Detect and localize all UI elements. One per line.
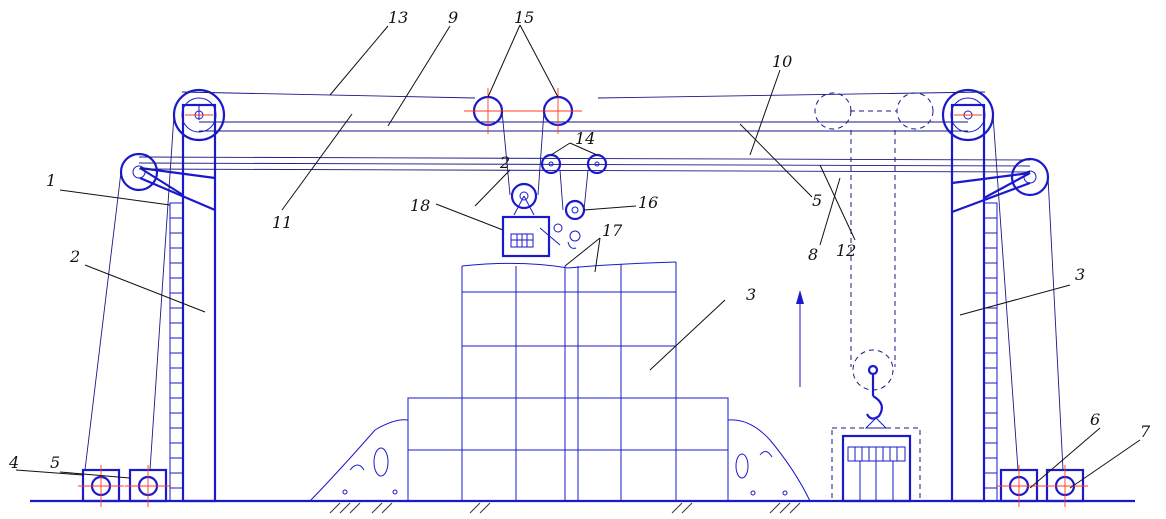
overhead-ropes (84, 91, 1064, 471)
label-14: 14 (575, 129, 595, 148)
leader-lines (15, 24, 1141, 489)
label-17: 17 (602, 221, 623, 240)
right-tower (950, 103, 986, 503)
label-7: 7 (1140, 422, 1151, 441)
label-2-center: 2 (499, 153, 510, 172)
carriage-ropes (501, 110, 589, 211)
label-11: 11 (272, 213, 292, 232)
hook-assembly (864, 364, 888, 429)
pulley-pair-15 (464, 88, 582, 134)
label-12: 12 (836, 241, 856, 260)
carriage-pulley (510, 182, 538, 216)
soil-mound-right (727, 419, 811, 502)
left-ladder (169, 202, 184, 502)
ground-hatching (329, 502, 801, 514)
label-5-left: 5 (50, 453, 60, 472)
label-2-left: 2 (69, 247, 80, 266)
label-18: 18 (410, 196, 430, 215)
winch-6 (996, 465, 1042, 507)
label-6: 6 (1090, 410, 1100, 429)
label-10: 10 (772, 52, 792, 71)
right-bracket-arm (951, 171, 1031, 214)
label-13: 13 (388, 8, 408, 27)
right-top-pulley (941, 88, 995, 142)
left-top-pulley (172, 88, 226, 142)
label-16: 16 (638, 193, 658, 212)
label-5-right: 5 (812, 191, 822, 210)
soil-mound-left (309, 419, 409, 502)
up-arrow (796, 290, 804, 387)
winch-4 (78, 465, 124, 507)
control-box-18 (501, 215, 581, 258)
label-9: 9 (448, 8, 458, 27)
label-8: 8 (808, 245, 818, 264)
label-3-center: 3 (746, 285, 756, 304)
label-4: 4 (8, 453, 19, 472)
right-small-pulley (1010, 157, 1050, 197)
winch-5 (125, 465, 171, 507)
building-block-3 (407, 261, 729, 502)
dashed-pulleys (814, 92, 934, 391)
left-bracket-arm (139, 166, 216, 212)
right-ladder (983, 202, 998, 502)
left-tower (181, 103, 217, 503)
left-small-pulley (119, 152, 159, 192)
lift-cabin (831, 427, 921, 503)
label-15: 15 (514, 8, 534, 27)
label-1: 1 (46, 171, 56, 190)
winch-7 (1042, 465, 1088, 507)
label-3-right: 3 (1075, 265, 1085, 284)
pulley-16 (564, 199, 586, 221)
